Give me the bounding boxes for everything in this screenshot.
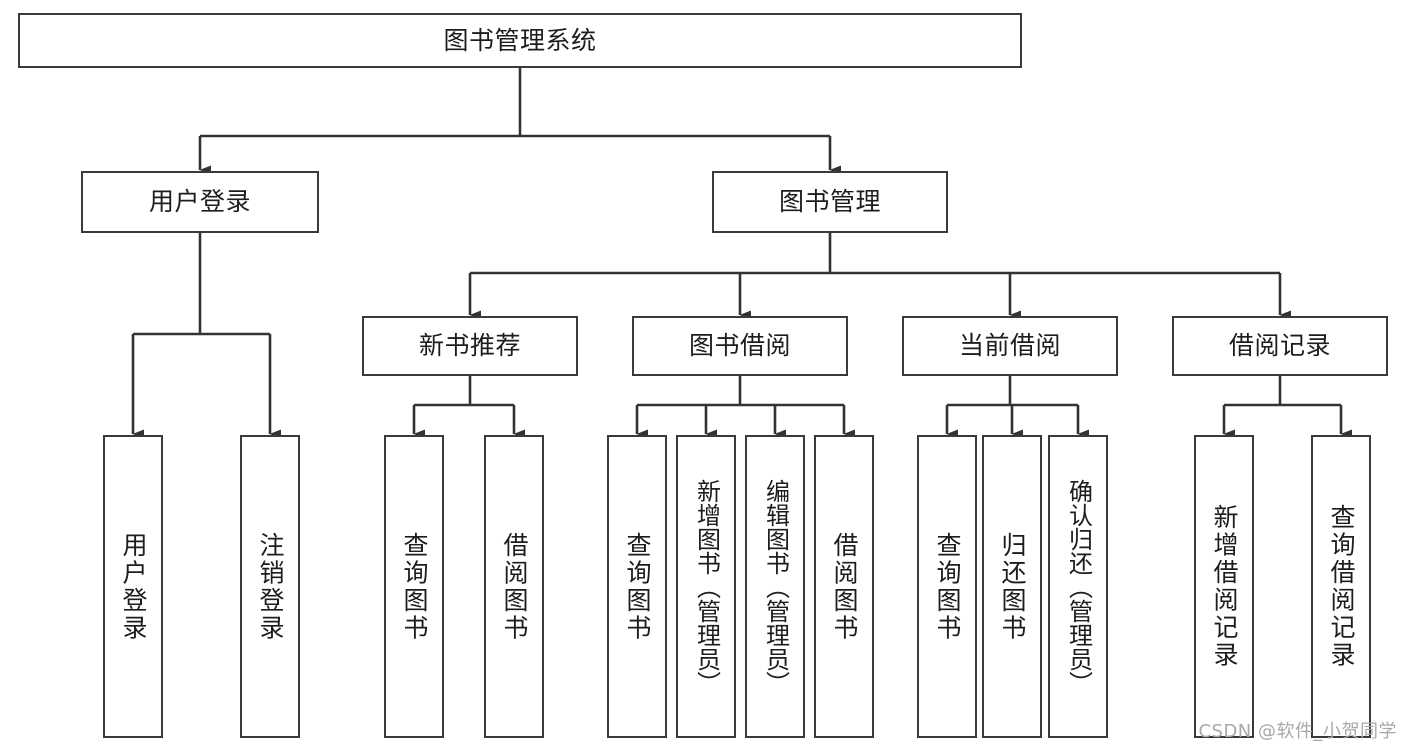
node-book-borrow[interactable]: 图书借阅 — [632, 316, 848, 376]
leaf-record-add-borrow-record[interactable]: 新增借阅记录 — [1194, 435, 1254, 738]
node-new-book-recommend-label: 新书推荐 — [418, 331, 521, 360]
leaf-user-logout-label: 注销登录 — [256, 531, 285, 642]
leaf-record-query-borrow-record[interactable]: 查询借阅记录 — [1311, 435, 1371, 738]
leaf-newbook-query-book[interactable]: 查询图书 — [384, 435, 444, 738]
leaf-newbook-query-book-label: 查询图书 — [400, 531, 429, 642]
node-root-label: 图书管理系统 — [443, 25, 597, 55]
node-book-management-label: 图书管理 — [778, 187, 881, 216]
leaf-record-query-borrow-record-label: 查询借阅记录 — [1327, 504, 1356, 669]
node-book-borrow-label: 图书借阅 — [688, 331, 791, 360]
leaf-user-logout[interactable]: 注销登录 — [240, 435, 300, 738]
leaf-current-query-book-label: 查询图书 — [933, 531, 962, 642]
leaf-borrow-edit-book-admin[interactable]: 编辑图书（管理员） — [745, 435, 805, 738]
node-book-management[interactable]: 图书管理 — [712, 171, 948, 233]
leaf-current-confirm-return-admin-label: 确认归还（管理员） — [1064, 478, 1093, 695]
leaf-current-confirm-return-admin[interactable]: 确认归还（管理员） — [1048, 435, 1108, 738]
node-current-borrow-label: 当前借阅 — [958, 331, 1061, 360]
leaf-user-login[interactable]: 用户登录 — [103, 435, 163, 738]
leaf-borrow-edit-book-admin-label: 编辑图书（管理员） — [761, 478, 790, 695]
leaf-borrow-add-book-admin-label: 新增图书（管理员） — [692, 478, 721, 695]
leaf-borrow-borrow-book-label: 借阅图书 — [830, 531, 859, 642]
node-current-borrow[interactable]: 当前借阅 — [902, 316, 1118, 376]
node-borrow-record[interactable]: 借阅记录 — [1172, 316, 1388, 376]
leaf-borrow-query-book[interactable]: 查询图书 — [607, 435, 667, 738]
watermark-text: CSDN @软件_小贺同学 — [1198, 721, 1397, 742]
node-new-book-recommend[interactable]: 新书推荐 — [362, 316, 578, 376]
leaf-newbook-borrow-book-label: 借阅图书 — [500, 531, 529, 642]
leaf-record-add-borrow-record-label: 新增借阅记录 — [1210, 504, 1239, 669]
leaf-current-return-book[interactable]: 归还图书 — [982, 435, 1042, 738]
leaf-newbook-borrow-book[interactable]: 借阅图书 — [484, 435, 544, 738]
leaf-borrow-add-book-admin[interactable]: 新增图书（管理员） — [676, 435, 736, 738]
leaf-current-query-book[interactable]: 查询图书 — [917, 435, 977, 738]
leaf-borrow-query-book-label: 查询图书 — [623, 531, 652, 642]
node-borrow-record-label: 借阅记录 — [1228, 331, 1331, 360]
leaf-user-login-label: 用户登录 — [119, 531, 148, 642]
node-root[interactable]: 图书管理系统 — [18, 13, 1022, 68]
leaf-current-return-book-label: 归还图书 — [998, 531, 1027, 642]
node-user-login[interactable]: 用户登录 — [81, 171, 319, 233]
node-user-login-label: 用户登录 — [148, 187, 251, 216]
leaf-borrow-borrow-book[interactable]: 借阅图书 — [814, 435, 874, 738]
